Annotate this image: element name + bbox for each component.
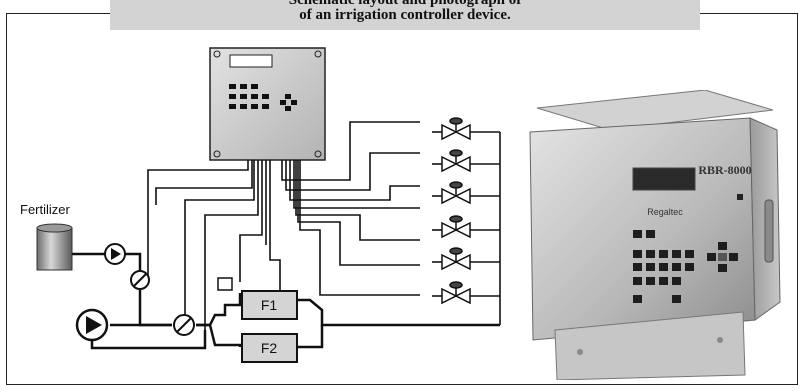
filter-f2: F2 (242, 334, 297, 362)
controller-unit (210, 48, 325, 160)
filter-f1: F1 (242, 291, 297, 319)
fertilizer-tank (37, 224, 72, 270)
fertilizer-pump (105, 244, 125, 264)
model-label: RBR-8000 (698, 163, 751, 177)
filter-f1-label: F1 (261, 297, 278, 313)
controller-photo: RBR-8000 Regaltec (515, 90, 795, 380)
flow-meter-main (174, 315, 194, 335)
solenoid-valves (442, 118, 470, 303)
flow-meter-fertilizer (131, 271, 149, 289)
brand-label: Regaltec (647, 207, 683, 217)
main-pump (77, 310, 107, 340)
filter-f2-label: F2 (261, 340, 278, 356)
pressure-sensor (218, 278, 232, 290)
fertilizer-label: Fertilizer (20, 202, 71, 217)
